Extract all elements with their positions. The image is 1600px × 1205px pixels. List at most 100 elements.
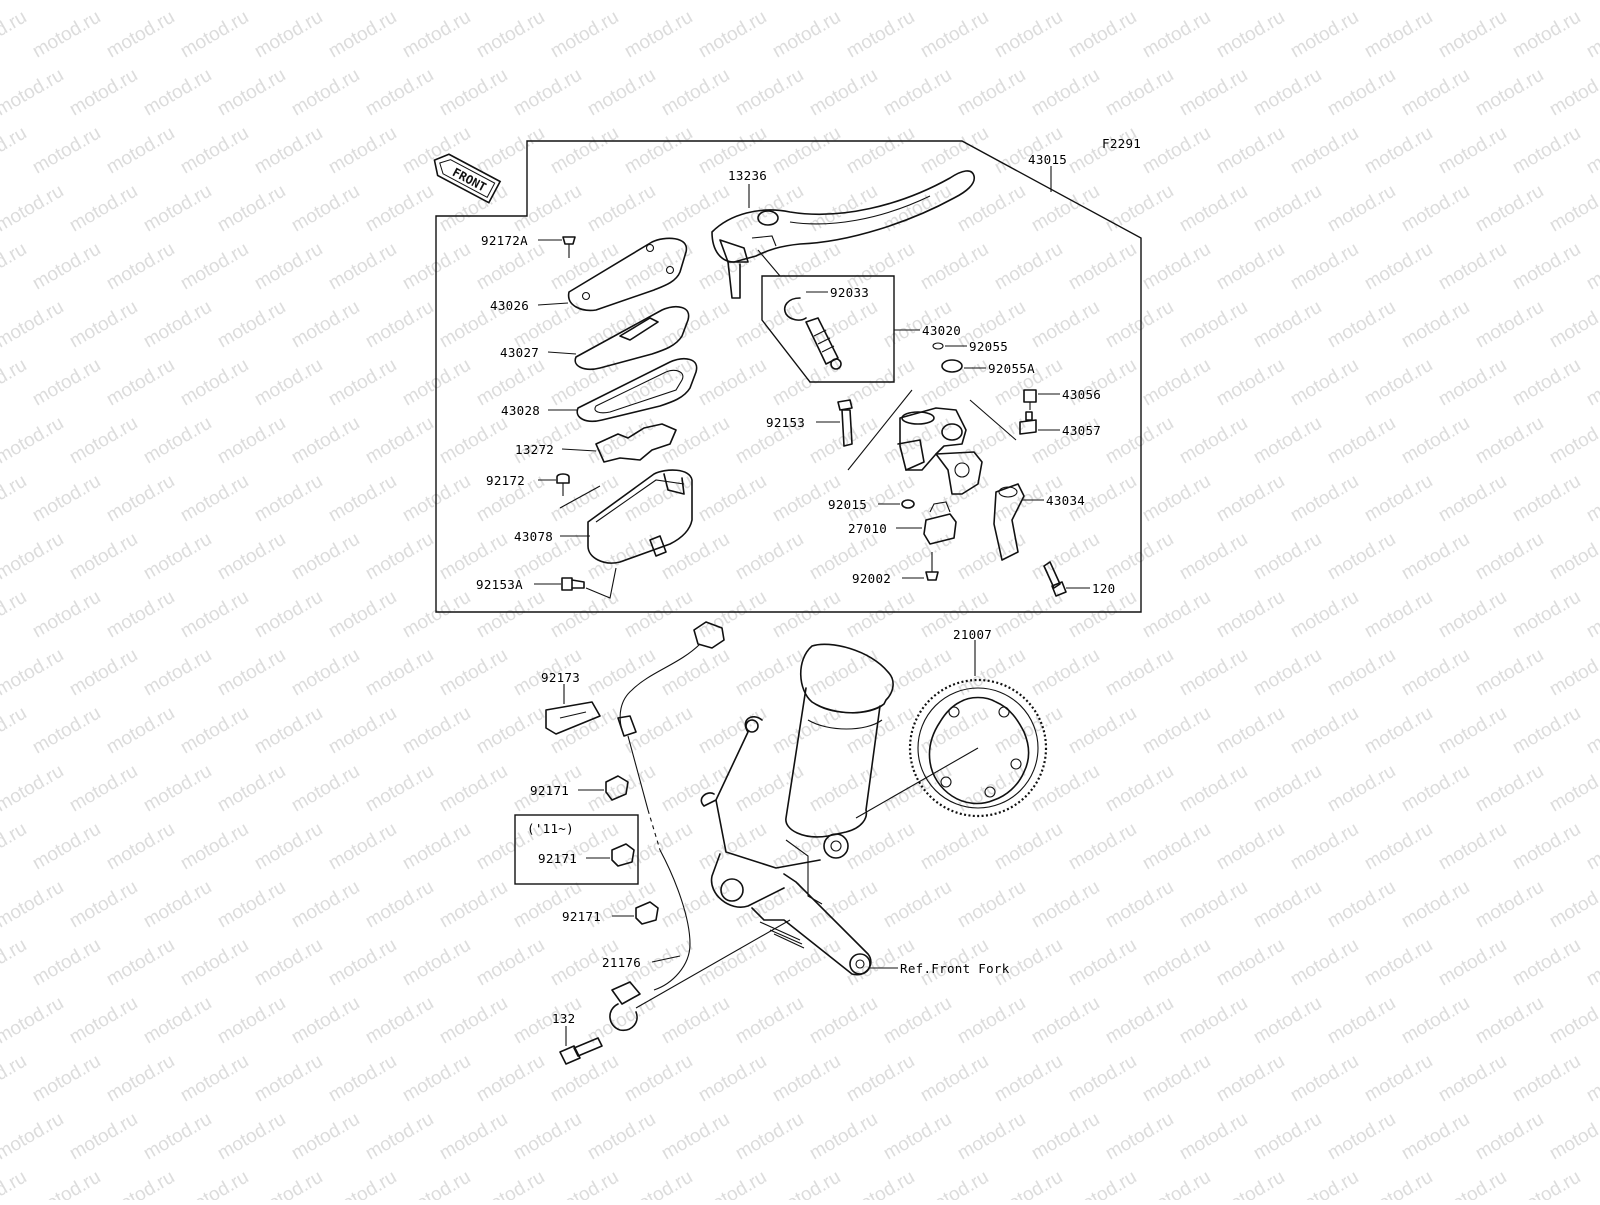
watermark-text: motod.ru	[732, 761, 807, 817]
watermark-text: motod.ru	[1250, 297, 1325, 353]
watermark-text: motod.ru	[1176, 645, 1251, 701]
watermark-text: motod.ru	[695, 703, 770, 759]
inset-2011-label: ('11~)	[527, 821, 574, 836]
watermark-text: motod.ru	[436, 65, 511, 121]
screw-92002	[925, 552, 939, 581]
watermark-text: motod.ru	[1546, 297, 1600, 353]
watermark-text: motod.ru	[880, 529, 955, 585]
leader-rotor-fork	[855, 747, 979, 819]
watermark-text: motod.ru	[1139, 935, 1214, 991]
watermark-text: motod.ru	[362, 761, 437, 817]
watermark-text: motod.ru	[251, 587, 326, 643]
watermark-text: motod.ru	[695, 935, 770, 991]
watermark-text: motod.ru	[695, 1167, 770, 1200]
watermark-text: motod.ru	[991, 123, 1066, 179]
watermark-text: motod.ru	[658, 529, 733, 585]
watermark-text: motod.ru	[1435, 819, 1510, 875]
watermark-text: motod.ru	[140, 645, 215, 701]
watermark-text: motod.ru	[1102, 529, 1177, 585]
piston-kit-frame	[761, 275, 895, 383]
watermark-text: motod.ru	[621, 1167, 696, 1200]
watermark-text: motod.ru	[880, 0, 955, 4]
watermark-text: motod.ru	[1361, 355, 1436, 411]
reservoir-cap-43026	[567, 237, 687, 312]
watermark-text: motod.ru	[1361, 819, 1436, 875]
watermark-text: motod.ru	[658, 1109, 733, 1165]
watermark-text: motod.ru	[473, 935, 548, 991]
watermark-text: motod.ru	[251, 703, 326, 759]
label-92002: 92002	[852, 571, 891, 586]
watermark-text: motod.ru	[362, 181, 437, 237]
watermark-text: motod.ru	[1065, 1051, 1140, 1107]
watermark-text: motod.ru	[695, 239, 770, 295]
label-92171-c: 92171	[562, 909, 601, 924]
watermark-text: motod.ru	[177, 819, 252, 875]
watermark-text: motod.ru	[843, 7, 918, 63]
watermark-text: motod.ru	[1361, 239, 1436, 295]
label-43027: 43027	[500, 345, 539, 360]
watermark-text: motod.ru	[917, 1167, 992, 1200]
watermark-text: motod.ru	[510, 413, 585, 469]
watermark-text: motod.ru	[177, 7, 252, 63]
watermark-text: motod.ru	[1102, 761, 1177, 817]
watermark-text: motod.ru	[177, 471, 252, 527]
watermark-text: motod.ru	[1287, 935, 1362, 991]
watermark-text: motod.ru	[1139, 703, 1214, 759]
watermark-text: motod.ru	[29, 587, 104, 643]
watermark-text: motod.ru	[1065, 935, 1140, 991]
watermark-text: motod.ru	[510, 0, 585, 4]
watermark-text: motod.ru	[1583, 819, 1600, 875]
watermark-text: motod.ru	[325, 935, 400, 991]
watermark-text: motod.ru	[1361, 7, 1436, 63]
watermark-text: motod.ru	[473, 587, 548, 643]
watermark-text: motod.ru	[843, 703, 918, 759]
watermark-text: motod.ru	[991, 1167, 1066, 1200]
watermark-text: motod.ru	[917, 1051, 992, 1107]
label-92171-a: 92171	[530, 783, 569, 798]
watermark-text: motod.ru	[29, 471, 104, 527]
watermark-text: motod.ru	[1213, 587, 1288, 643]
watermark-text: motod.ru	[0, 935, 30, 991]
watermark-text: motod.ru	[29, 123, 104, 179]
watermark-text: motod.ru	[177, 703, 252, 759]
label-13236: 13236	[728, 168, 767, 183]
watermark-text: motod.ru	[1028, 413, 1103, 469]
figure-code: F2291	[1102, 136, 1141, 151]
watermark-text: motod.ru	[1583, 471, 1600, 527]
watermark-text: motod.ru	[843, 587, 918, 643]
watermark-text: motod.ru	[1546, 877, 1600, 933]
clamp-92171-a	[605, 775, 629, 801]
watermark-text: motod.ru	[473, 355, 548, 411]
watermark-text: motod.ru	[769, 935, 844, 991]
watermark-text: motod.ru	[0, 1109, 67, 1165]
watermark-text: motod.ru	[1176, 0, 1251, 4]
holder-43034	[993, 483, 1025, 561]
watermark-text: motod.ru	[621, 123, 696, 179]
watermark-text: motod.ru	[621, 587, 696, 643]
label-92153: 92153	[766, 415, 805, 430]
watermark-text: motod.ru	[954, 181, 1029, 237]
watermark-text: motod.ru	[1102, 993, 1177, 1049]
watermark-text: motod.ru	[1028, 529, 1103, 585]
watermark-text: motod.ru	[288, 993, 363, 1049]
watermark-text: motod.ru	[695, 355, 770, 411]
watermark-text: motod.ru	[1102, 181, 1177, 237]
watermark-text: motod.ru	[325, 239, 400, 295]
label-92171-b: 92171	[538, 851, 577, 866]
watermark-text: motod.ru	[140, 65, 215, 121]
watermark-text: motod.ru	[214, 645, 289, 701]
watermark-text: motod.ru	[1361, 935, 1436, 991]
watermark-text: motod.ru	[29, 935, 104, 991]
watermark-text: motod.ru	[917, 819, 992, 875]
watermark-text: motod.ru	[658, 297, 733, 353]
watermark-text: motod.ru	[325, 355, 400, 411]
watermark-text: motod.ru	[1324, 529, 1399, 585]
watermark-text: motod.ru	[103, 355, 178, 411]
watermark-text: motod.ru	[1287, 587, 1362, 643]
watermark-text: motod.ru	[806, 761, 881, 817]
watermark-text: motod.ru	[1546, 65, 1600, 121]
watermark-text: motod.ru	[1028, 761, 1103, 817]
watermark-text: motod.ru	[954, 1109, 1029, 1165]
